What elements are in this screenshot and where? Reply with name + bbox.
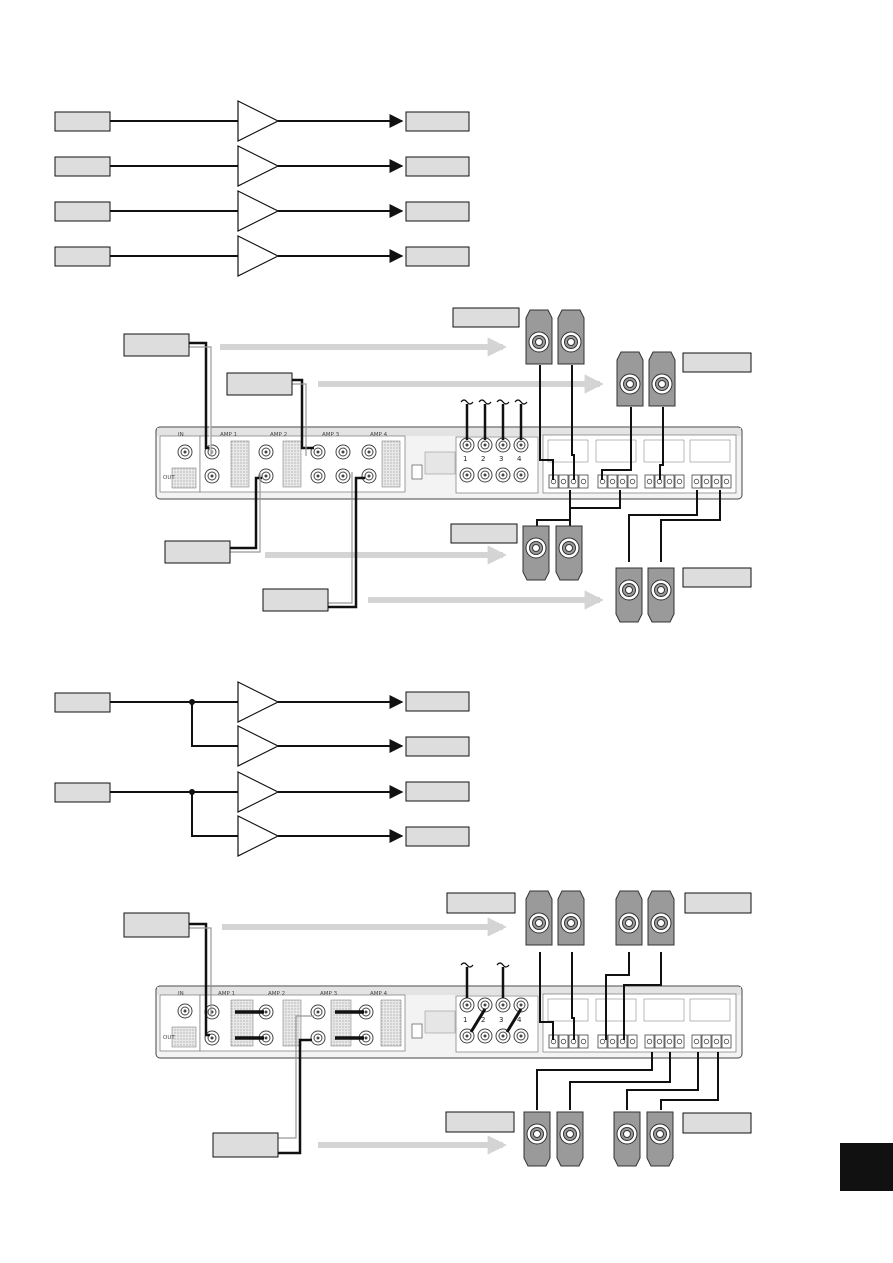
- source-label-box: [212, 1132, 279, 1158]
- panel-label-in-2: IN: [178, 991, 184, 997]
- panel-label-amp1: AMP 1: [220, 432, 237, 438]
- source-label-box: [164, 540, 231, 564]
- channel-number: 2: [481, 455, 485, 463]
- output-label-box: [405, 736, 470, 757]
- speaker-label-box: [682, 567, 752, 588]
- panel-label-amp3-2: AMP 3: [320, 991, 338, 997]
- tilde-icon: [460, 399, 528, 405]
- speaker-label-box: [450, 523, 518, 544]
- output-label-box: [405, 246, 470, 267]
- channel-number: 1: [463, 1016, 467, 1024]
- speaker-label-box: [446, 892, 516, 914]
- channel-number: 4: [517, 1016, 522, 1024]
- panel-diagram-4ch: IN OUT AMP 1 AMP 2 AMP 3 AMP 4 1 2 3 4: [123, 307, 752, 623]
- channel-number: 4: [517, 455, 522, 463]
- block-diagram-2in: [54, 681, 470, 857]
- input-label-box: [54, 782, 111, 803]
- speaker-label-box: [452, 307, 520, 328]
- output-label-box: [405, 781, 470, 802]
- panel-diagram-2in: IN OUT AMP 1 AMP 2 AMP 3 AMP 4 1 2 3 4: [123, 890, 752, 1167]
- input-label-box: [54, 156, 111, 177]
- input-label-box: [54, 692, 111, 713]
- source-label-box: [226, 372, 293, 396]
- channel-number: 2: [481, 1016, 485, 1024]
- channel-number: 1: [463, 455, 467, 463]
- amplifier-triangle-icon: [237, 681, 280, 857]
- source-label-box: [123, 333, 190, 357]
- speaker-label-box: [682, 352, 752, 373]
- panel-label-amp3: AMP 3: [322, 432, 340, 438]
- panel-label-out-2: OUT: [163, 1035, 175, 1041]
- panel-label-ib: IN: [178, 432, 184, 438]
- panel-label-amp4: AMP 4: [370, 432, 388, 438]
- source-label-box: [123, 912, 190, 938]
- input-label-box: [54, 246, 111, 267]
- input-label-box: [54, 111, 111, 132]
- amplifier-triangle-icon: [237, 100, 280, 277]
- panel-label-amp2-2: AMP 2: [268, 991, 285, 997]
- channel-number: 3: [499, 1016, 503, 1024]
- input-label-box: [54, 201, 111, 222]
- panel-label-out: OUT: [163, 475, 175, 481]
- panel-label-amp1-2: AMP 1: [218, 991, 235, 997]
- speaker-label-box: [684, 892, 752, 914]
- speaker-label-box: [682, 1112, 752, 1134]
- channel-number: 3: [499, 455, 503, 463]
- output-label-box: [405, 826, 470, 847]
- source-label-box: [262, 588, 329, 612]
- panel-label-amp4-2: AMP 4: [370, 991, 388, 997]
- output-label-box: [405, 691, 470, 712]
- tilde-icon: [460, 962, 510, 968]
- output-label-box: [405, 111, 470, 132]
- panel-label-amp2: AMP 2: [270, 432, 287, 438]
- speaker-label-box: [445, 1111, 515, 1133]
- output-label-box: [405, 201, 470, 222]
- block-diagram-4ch: [54, 100, 470, 277]
- output-label-box: [405, 156, 470, 177]
- page-tab: [840, 1143, 893, 1191]
